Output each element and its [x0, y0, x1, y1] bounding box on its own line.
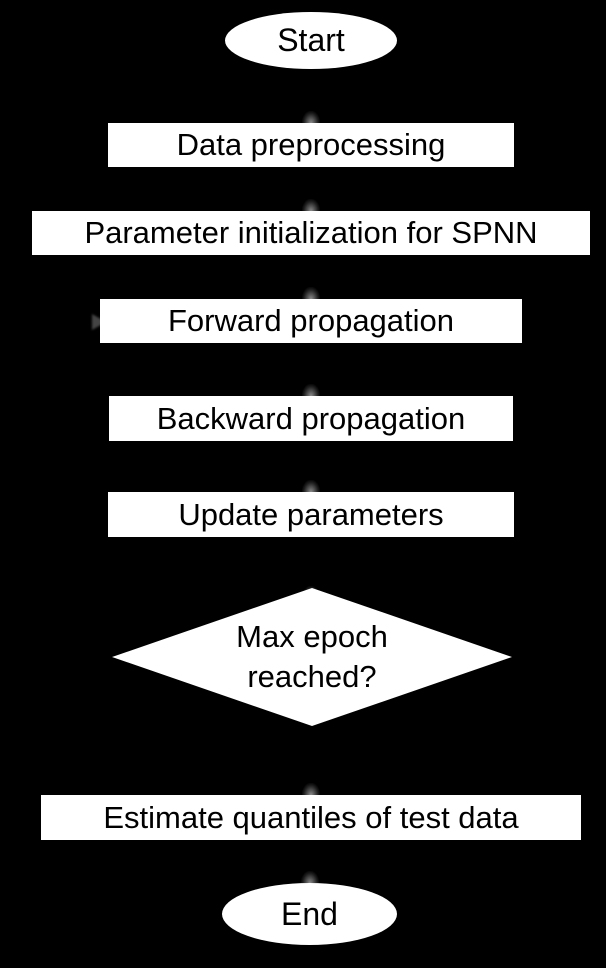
start-node-label: Start: [277, 22, 345, 59]
end-node-label: End: [281, 895, 338, 932]
decision-node-label: Max epoch reached?: [236, 617, 388, 697]
process-node-label: Estimate quantiles of test data: [103, 799, 519, 835]
connector-stub-icon: [302, 783, 320, 795]
process-node-label: Parameter initialization for SPNN: [84, 215, 538, 251]
connector-stub-icon: [302, 199, 320, 211]
process-node-data-preprocessing: Data preprocessing: [108, 123, 514, 167]
start-node: Start: [225, 12, 397, 69]
connector-stub-icon: [302, 480, 320, 492]
connector-stub-icon: [302, 287, 320, 299]
connector-stub-icon: [301, 871, 319, 883]
decision-node-max-epoch: Max epoch reached?: [112, 588, 512, 726]
process-node-forward-propagation: Forward propagation: [100, 299, 522, 343]
process-node-label: Update parameters: [178, 496, 444, 532]
decision-label-line2: reached?: [247, 659, 377, 694]
process-node-backward-propagation: Backward propagation: [109, 396, 513, 441]
process-node-estimate-quantiles: Estimate quantiles of test data: [41, 795, 581, 840]
connector-stub-icon: [302, 111, 320, 123]
process-node-parameter-initialization: Parameter initialization for SPNN: [32, 211, 590, 255]
process-node-label: Backward propagation: [156, 400, 466, 436]
decision-label-line1: Max epoch: [236, 619, 388, 654]
process-node-update-parameters: Update parameters: [108, 492, 514, 537]
connector-stub-icon: [302, 384, 320, 396]
process-node-label: Forward propagation: [167, 303, 455, 339]
process-node-label: Data preprocessing: [176, 127, 446, 163]
end-node: End: [222, 883, 397, 945]
